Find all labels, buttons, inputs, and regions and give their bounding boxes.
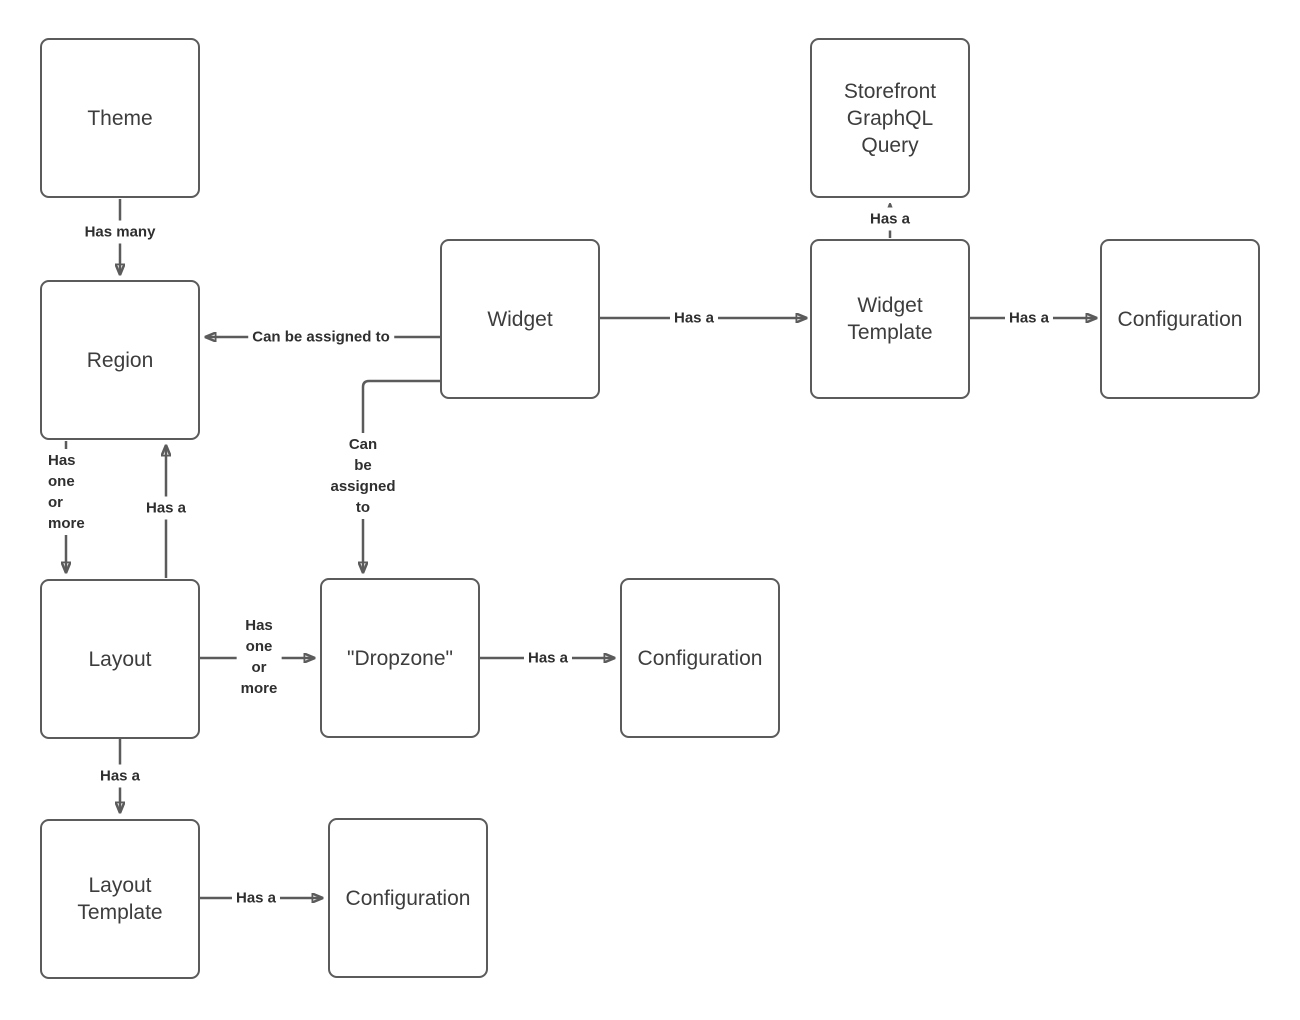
node-widget-template-label: Widget Template xyxy=(847,294,933,344)
node-widget: Widget xyxy=(440,239,600,399)
node-configuration-of-layout-template: Configuration xyxy=(328,818,488,978)
node-configuration-of-widget-template-label: Configuration xyxy=(1117,307,1243,331)
edge-label-widget-has-a: Has a xyxy=(669,306,719,330)
node-widget-template: Widget Template xyxy=(810,239,970,399)
node-layout-label: Layout xyxy=(88,647,152,671)
edge-label-layout-has-a-region: Has a xyxy=(141,496,191,520)
node-region: Region xyxy=(40,280,200,440)
node-widget-label: Widget xyxy=(487,307,553,331)
edge-label-template-has-a-configuration: Has a xyxy=(1004,306,1054,330)
node-storefront-graphql-query-label: Storefront GraphQL Query xyxy=(843,79,937,157)
node-configuration-of-dropzone: Configuration xyxy=(620,578,780,738)
node-configuration-of-dropzone-label: Configuration xyxy=(637,646,763,670)
node-storefront-graphql-query: Storefront GraphQL Query xyxy=(810,38,970,198)
edge-label-can-be-assigned-to-dropzone: Can be assigned to xyxy=(326,433,400,519)
node-layout-template: Layout Template xyxy=(40,819,200,979)
node-dropzone: "Dropzone" xyxy=(320,578,480,738)
edge-label-layout-has-one-or-more: Has one or more xyxy=(236,614,282,700)
edge-label-region-has-one-or-more: Has one or more xyxy=(44,449,89,535)
edge-label-can-be-assigned-to-region: Can be assigned to xyxy=(248,325,394,349)
edge-widget-dropzone xyxy=(363,379,440,572)
edge-label-layout-has-a-template: Has a xyxy=(95,764,145,788)
edge-label-has-many: Has many xyxy=(80,220,160,244)
node-dropzone-label: "Dropzone" xyxy=(347,646,453,670)
node-theme: Theme xyxy=(40,38,200,198)
node-configuration-of-layout-template-label: Configuration xyxy=(345,886,471,910)
node-configuration-of-widget-template: Configuration xyxy=(1100,239,1260,399)
node-layout: Layout xyxy=(40,579,200,739)
node-theme-label: Theme xyxy=(87,106,153,130)
edge-label-dropzone-has-a: Has a xyxy=(523,646,573,670)
edge-label-layout-template-has-a: Has a xyxy=(231,886,281,910)
node-layout-template-label: Layout Template xyxy=(77,874,163,924)
node-region-label: Region xyxy=(86,348,154,372)
edge-label-template-has-a-query: Has a xyxy=(865,207,915,231)
